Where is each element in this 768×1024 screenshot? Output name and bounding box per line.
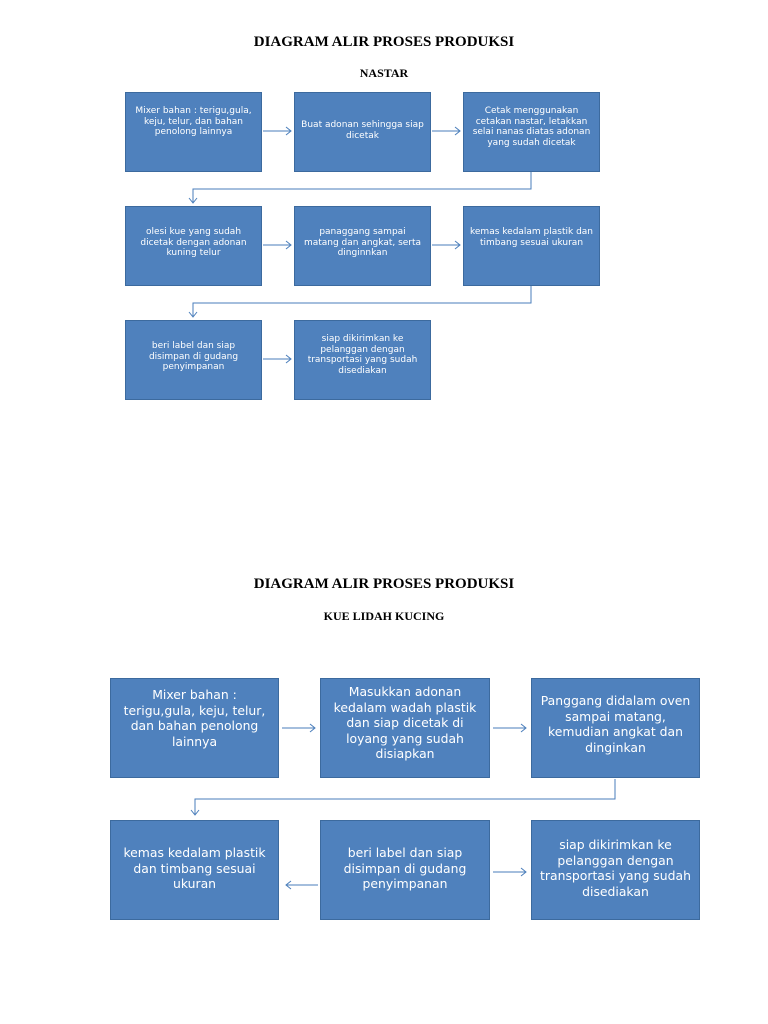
diagram-subtitle-lidah-kucing: KUE LIDAH KUCING — [323, 609, 445, 623]
nastar-step-8: siap dikirimkan ke pelanggan dengan tran… — [294, 320, 431, 400]
lidah-step-1: Mixer bahan : terigu,gula, keju, telur, … — [110, 678, 279, 778]
nastar-arrow-1-2 — [263, 126, 292, 136]
nastar-step-1: Mixer bahan : terigu,gula, keju, telur, … — [125, 92, 262, 172]
nastar-step-6: kemas kedalam plastik dan timbang sesuai… — [463, 206, 600, 286]
lidah-step-4: kemas kedalam plastik dan timbang sesuai… — [110, 820, 279, 920]
nastar-arrow-3-4 — [188, 172, 532, 204]
lidah-arrow-3-4 — [190, 779, 616, 816]
nastar-step-2: Buat adonan sehingga siap dicetak — [294, 92, 431, 172]
lidah-step-3: Panggang didalam oven sampai matang, kem… — [531, 678, 700, 778]
diagram-subtitle-nastar: NASTAR — [359, 66, 409, 80]
nastar-step-5: panaggang sampai matang dan angkat, sert… — [294, 206, 431, 286]
lidah-arrow-2-3 — [493, 723, 527, 733]
nastar-arrow-5-6 — [432, 240, 461, 250]
lidah-step-5: beri label dan siap disimpan di gudang p… — [320, 820, 490, 920]
lidah-arrow-5-6 — [493, 867, 527, 877]
nastar-arrow-7-8 — [263, 354, 292, 364]
nastar-step-3: Cetak menggunakan cetakan nastar, letakk… — [463, 92, 600, 172]
nastar-step-4: olesi kue yang sudah dicetak dengan adon… — [125, 206, 262, 286]
lidah-arrow-1-2 — [282, 723, 316, 733]
nastar-arrow-2-3 — [432, 126, 461, 136]
nastar-step-7: beri label dan siap disimpan di gudang p… — [125, 320, 262, 400]
diagram-title-nastar: DIAGRAM ALIR PROSES PRODUKSI — [253, 34, 515, 50]
lidah-step-6: siap dikirimkan ke pelanggan dengan tran… — [531, 820, 700, 920]
diagram-title-lidah-kucing: DIAGRAM ALIR PROSES PRODUKSI — [253, 576, 515, 592]
nastar-arrow-4-5 — [263, 240, 292, 250]
lidah-arrow-5-4 — [285, 880, 318, 890]
lidah-step-2: Masukkan adonan kedalam wadah plastik da… — [320, 678, 490, 778]
nastar-arrow-6-7 — [188, 286, 532, 318]
